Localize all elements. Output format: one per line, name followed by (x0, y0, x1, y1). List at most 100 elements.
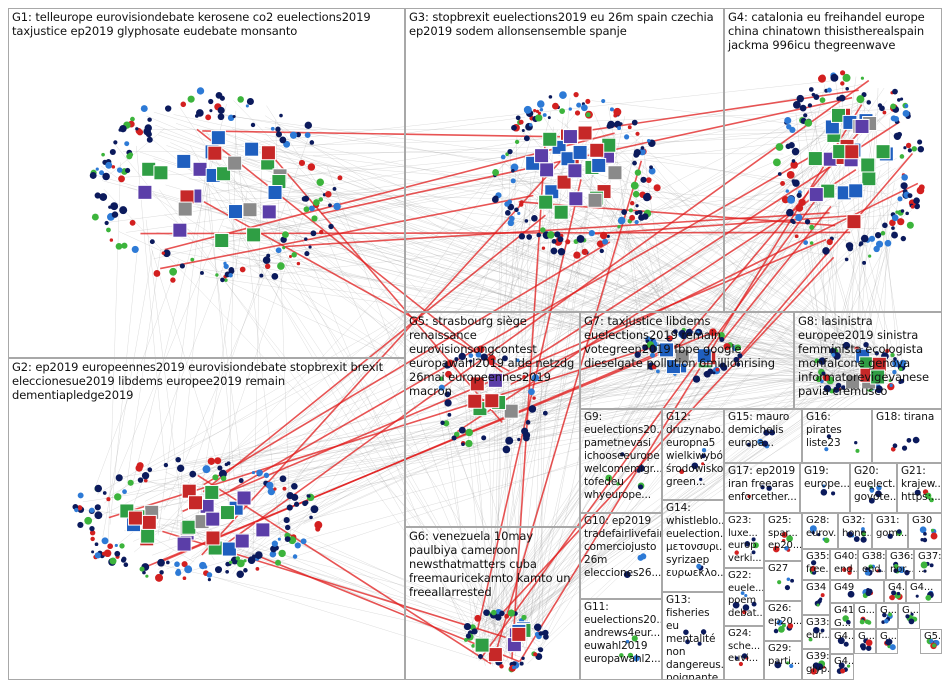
group-box-g16: G16: pirates liste23 (802, 409, 872, 463)
group-label-g24: G24: sche... euvi... (728, 628, 761, 666)
group-box-g40: G40: end... (830, 549, 858, 580)
group-label-g27: G27 (768, 563, 799, 576)
group-box-g51: G... (854, 629, 876, 654)
group-label-g19: G19: europe... (804, 465, 847, 491)
group-label-g22: G22: euele... poem debat... (728, 570, 761, 620)
group-box-g12: G12: druzynabo... europna5 wielkiwybór ś… (662, 409, 724, 500)
group-label-g8: G8: lasinistra europee2019 sinistra femm… (798, 314, 939, 398)
group-label-g4: G4: catalonia eu freihandel europe china… (728, 10, 939, 52)
group-label-g34: G34 (806, 582, 827, 595)
group-label-g45: G4... (834, 656, 851, 669)
group-label-g42: G4... (888, 582, 903, 595)
group-label-g13: G13: fisheries eu mentalité non dangereu… (666, 594, 721, 680)
group-box-g32: G32: hone... (838, 513, 872, 549)
group-label-g43: G4... (910, 582, 939, 595)
group-box-g13: G13: fisheries eu mentalité non dangereu… (662, 592, 724, 680)
group-label-g50: G5... (924, 631, 939, 644)
group-box-g50: G5... (920, 629, 942, 654)
group-label-g39: G39: glyp... (806, 651, 827, 676)
group-label-g10: G10: ep2019 tradefairlivefair comercioju… (584, 515, 659, 580)
group-box-g49: G49 (830, 580, 884, 603)
group-label-g29: G29: parti... (768, 643, 799, 668)
group-box-g33: G33: eur... (802, 615, 830, 649)
group-label-g31: G31: gom... (876, 515, 905, 540)
group-box-g42: G4... (884, 580, 906, 603)
group-box-g31: G31: gom... (872, 513, 908, 549)
group-box-g45: G4... (830, 654, 854, 680)
group-box-g30: G30 (908, 513, 942, 549)
group-label-g18: G18: tirana (876, 411, 939, 424)
group-box-g47: G... (876, 603, 898, 629)
group-label-g23: G23: luxe... europ verki... (728, 515, 761, 565)
group-label-g35: G35: free... (806, 551, 827, 576)
group-label-g46: G... (858, 605, 873, 618)
group-label-g3: G3: stopbrexit euelections2019 eu 26m sp… (409, 10, 721, 38)
group-box-g39: G39: glyp... (802, 649, 830, 680)
group-label-g21: G21: krajew... https:... (901, 465, 939, 504)
group-label-g20: G20: euelect... govote... (854, 465, 894, 504)
group-label-g49: G49 (834, 582, 881, 595)
group-label-g44: G4... (834, 631, 851, 644)
group-box-g5: G5: strasbourg siège renaissance eurovis… (405, 312, 580, 527)
group-label-g26: G26: ep20... (768, 603, 799, 628)
group-label-g37: G37: ... (918, 551, 939, 576)
group-box-g27: G27 (764, 561, 802, 601)
group-box-g15: G15: mauro demichelis europa... (724, 409, 802, 463)
group-box-g9: G9: euelections20... pametnevasi ichoose… (580, 409, 662, 513)
group-box-g10: G10: ep2019 tradefairlivefair comercioju… (580, 513, 662, 599)
group-box-g23: G23: luxe... europ verki... (724, 513, 764, 568)
group-box-g41: G41: G... (830, 603, 854, 629)
group-label-g41: G41: G... (834, 605, 851, 629)
group-box-g11: G11: euelections20... andrews4eur... euw… (580, 599, 662, 680)
group-box-g21: G21: krajew... https:... (897, 463, 942, 513)
group-label-g28: G28: eurov... (806, 515, 835, 540)
group-box-g29: G29: parti... (764, 641, 802, 680)
group-label-g2: G2: ep2019 europeennes2019 eurovisiondeb… (12, 360, 402, 402)
group-label-g36: G36: nor... (890, 551, 911, 576)
group-label-g32: G32: hone... (842, 515, 869, 540)
group-label-g14: G14: whistleblo... euelection... μετονσυ… (666, 502, 721, 580)
group-box-g48: G... (898, 603, 920, 629)
group-box-g38: G38: end... (858, 549, 886, 580)
group-box-g36: G36: nor... (886, 549, 914, 580)
group-label-g12: G12: druzynabo... europna5 wielkiwybór ś… (666, 411, 721, 489)
group-box-g3: G3: stopbrexit euelections2019 eu 26m sp… (405, 8, 724, 312)
group-label-g5: G5: strasbourg siège renaissance eurovis… (409, 314, 577, 398)
group-label-g16: G16: pirates liste23 (806, 411, 869, 450)
group-box-g20: G20: euelect... govote... (850, 463, 897, 513)
group-label-g48: G... (902, 605, 917, 618)
group-box-g28: G28: eurov... (802, 513, 838, 549)
group-label-g51: G... (858, 631, 873, 644)
group-box-g17: G17: ep2019 iran freearas enforcether... (724, 463, 800, 513)
group-box-g24: G24: sche... euvi... (724, 626, 764, 680)
group-box-g25: G25: spar... ep20... (764, 513, 802, 561)
group-box-g43: G4... (906, 580, 942, 603)
group-label-g47: G... (880, 605, 895, 618)
group-box-g46: G... (854, 603, 876, 629)
group-box-g18: G18: tirana (872, 409, 942, 463)
group-label-g11: G11: euelections20... andrews4eur... euw… (584, 601, 659, 666)
group-box-g22: G22: euele... poem debat... (724, 568, 764, 626)
group-label-g1: G1: telleurope eurovisiondebate kerosene… (12, 10, 402, 38)
group-box-g2: G2: ep2019 europeennes2019 eurovisiondeb… (8, 358, 405, 680)
group-label-g17: G17: ep2019 iran freearas enforcether... (728, 465, 797, 504)
group-box-g44: G4... (830, 629, 854, 654)
group-label-g40: G40: end... (834, 551, 855, 576)
group-box-g8: G8: lasinistra europee2019 sinistra femm… (794, 312, 942, 409)
group-box-g34: G34 (802, 580, 830, 615)
group-label-g15: G15: mauro demichelis europa... (728, 411, 799, 450)
group-label-g6: G6: venezuela 10may paulbiya cameroon ne… (409, 529, 577, 599)
group-box-g4: G4: catalonia eu freihandel europe china… (724, 8, 942, 312)
group-label-g52: G... (880, 631, 895, 644)
group-box-g26: G26: ep20... (764, 601, 802, 641)
group-box-g52: G... (876, 629, 898, 654)
group-box-g37: G37: ... (914, 549, 942, 580)
group-box-g19: G19: europe... (800, 463, 850, 513)
group-label-g33: G33: eur... (806, 617, 827, 642)
group-label-g9: G9: euelections20... pametnevasi ichoose… (584, 411, 659, 502)
group-box-g6: G6: venezuela 10may paulbiya cameroon ne… (405, 527, 580, 680)
group-label-g7: G7: taxjustice libdems euelections2019 r… (584, 314, 791, 370)
group-box-g14: G14: whistleblo... euelection... μετονσυ… (662, 500, 724, 592)
group-label-g38: G38: end... (862, 551, 883, 576)
